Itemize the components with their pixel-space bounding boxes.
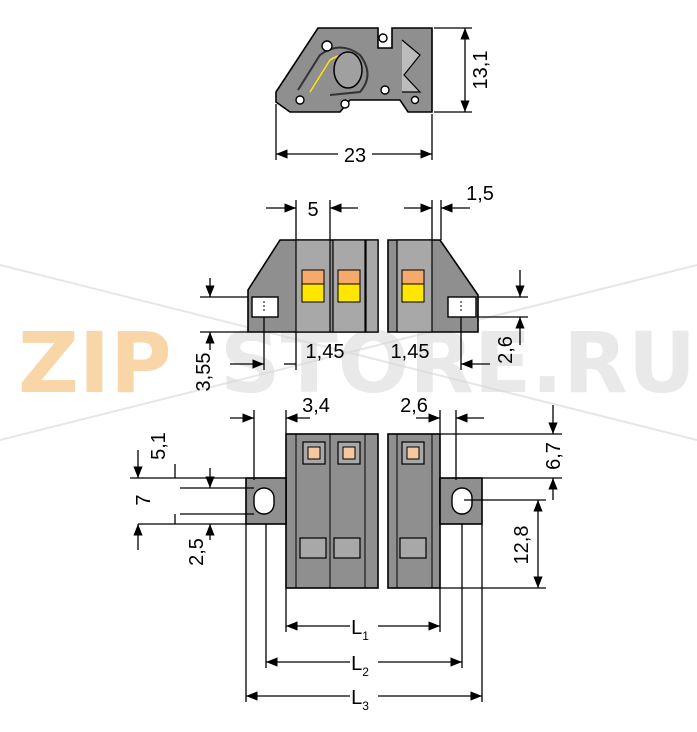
dim-l1-index: 1 (362, 629, 369, 643)
dim-left-upper: 5,1 (148, 432, 170, 460)
dim-pitch: 5 (307, 199, 318, 221)
dim-l1-letter: L (351, 617, 362, 639)
top-view: 3,4 2,6 6,7 12,8 5,1 7 2,5 (130, 395, 565, 713)
dim-left-mid: 7 (133, 494, 155, 505)
dim-l3-index: 3 (362, 699, 369, 713)
dim-flange-height-right: 2,6 (495, 336, 517, 364)
dim-l2-index: 2 (362, 665, 369, 679)
dim-l3-letter: L (351, 687, 362, 709)
dim-side-width: 23 (344, 145, 366, 167)
dim-offset-left: 1,45 (306, 341, 345, 363)
dim-top-right-offset: 2,6 (400, 395, 428, 417)
dim-right-lower: 12,8 (511, 526, 533, 565)
dim-l1: L1 (351, 617, 369, 643)
dim-l2-letter: L (351, 653, 362, 675)
dim-offset-right: 1,45 (391, 341, 430, 363)
dim-l3: L3 (351, 687, 369, 713)
watermark-prefix: ZIP (18, 314, 172, 412)
dim-left-lower: 2,5 (186, 538, 208, 566)
dim-top-left-offset: 3,4 (302, 395, 330, 417)
dim-right-upper: 6,7 (543, 442, 565, 470)
dim-l2: L2 (351, 653, 369, 679)
dim-flange-height-left: 3,55 (193, 353, 215, 392)
dim-side-height: 13,1 (470, 51, 492, 90)
dim-edge: 1,5 (466, 183, 494, 205)
front-view: 5 1,5 3,55 1,45 1,45 2,6 (193, 183, 528, 391)
side-view: 13,1 23 (275, 27, 492, 167)
